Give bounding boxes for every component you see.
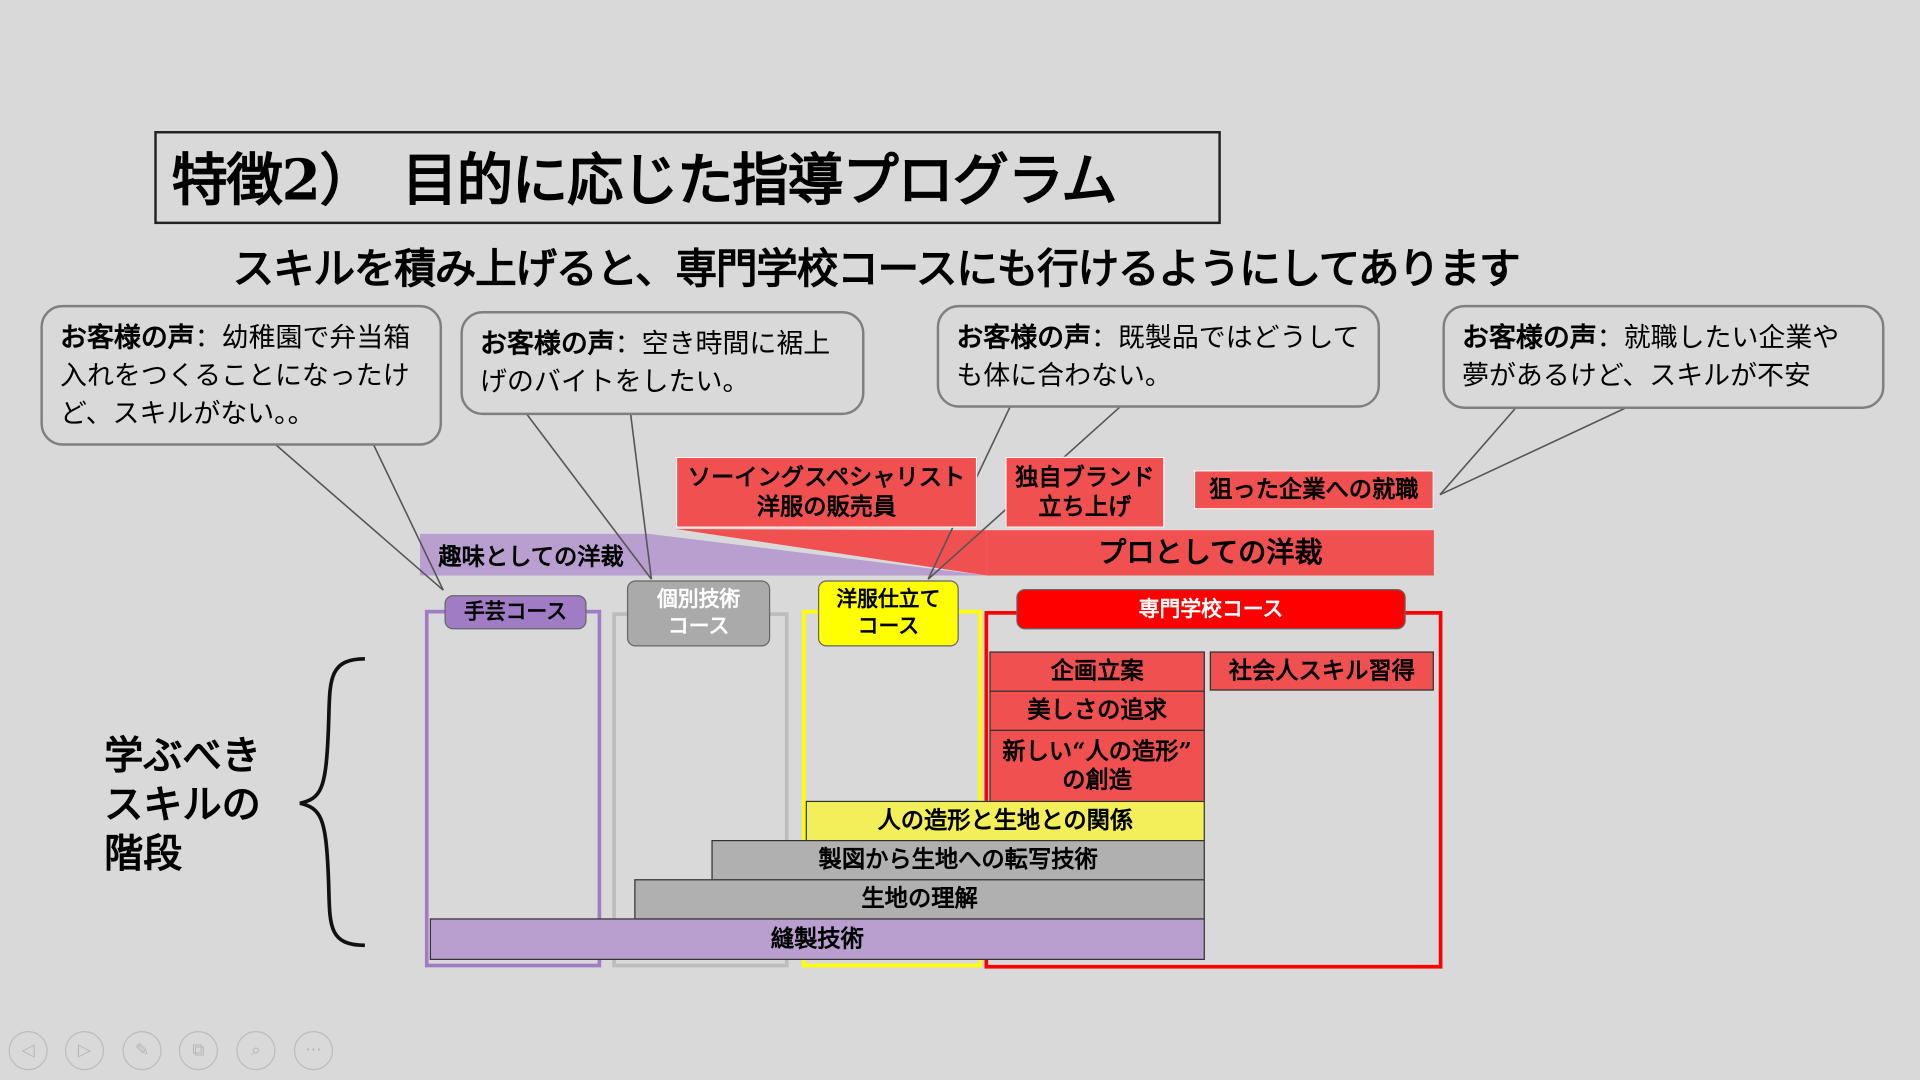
course-text: 個別技術 (656, 587, 741, 613)
skill-fabric: 生地の理解 (634, 879, 1205, 920)
pen-icon[interactable]: ✎ (122, 1031, 162, 1071)
callout-label: お客様の声 (480, 329, 615, 361)
callout-4: お客様の声：就職したい企業や夢があるけど、スキルが不安 (1442, 304, 1885, 409)
brace (299, 656, 365, 948)
slides-icon[interactable]: ⧉ (178, 1031, 218, 1071)
skill-text: 新しい“人の造形” (1002, 737, 1192, 765)
skill-pattern-transfer: 製図から生地への転写技術 (711, 840, 1205, 881)
course-handicraft[interactable]: 手芸コース (444, 595, 587, 630)
goal-text: ソーイングスペシャリスト (687, 464, 966, 492)
course-text: コース (667, 614, 730, 640)
callout-text: ：空き時間に裾上げのバイトをしたい。 (480, 329, 831, 398)
callout-2: お客様の声：空き時間に裾上げのバイトをしたい。 (460, 311, 865, 416)
page-title: 特徴2） 目的に応じた指導プログラム (154, 131, 1221, 225)
hobby-band (420, 533, 987, 576)
callout-text: ：幼稚園で弁当箱入れをつくることになったけど、スキルがない。。 (60, 323, 411, 430)
callout-text: ：就職したい企業や夢があるけど、スキルが不安 (1462, 323, 1840, 392)
course-individual[interactable]: 個別技術コース (626, 580, 771, 647)
skill-stairs-label: 学ぶべきスキルの階段 (104, 731, 261, 878)
course-tailoring[interactable]: 洋服仕立てコース (817, 580, 959, 647)
side-line: スキルの (104, 781, 261, 828)
callout-text: ：既製品ではどうしても体に合わない。 (956, 323, 1360, 392)
next-icon[interactable]: ▷ (64, 1031, 105, 1071)
goal-sewing-specialist: ソーイングスペシャリスト洋服の販売員 (675, 456, 978, 528)
callout-label: お客様の声 (956, 323, 1092, 354)
side-line: 階段 (104, 830, 183, 877)
zoom-icon[interactable]: ⌕ (236, 1031, 276, 1071)
skill-social: 社会人スキル習得 (1209, 651, 1434, 691)
callout-3: お客様の声：既製品ではどうしても体に合わない。 (936, 304, 1381, 408)
skill-beauty: 美しさの追求 (989, 690, 1205, 732)
skill-text: の創造 (1062, 765, 1133, 793)
goal-text: 立ち上げ (1038, 493, 1132, 521)
skill-sewing: 縫製技術 (429, 918, 1205, 961)
callout-1: お客様の声：幼稚園で弁当箱入れをつくることになったけど、スキルがない。。 (40, 304, 443, 446)
skill-creation: 新しい“人の造形”の創造 (989, 729, 1205, 803)
goal-own-brand: 独自ブランド立ち上げ (1005, 456, 1165, 528)
course-frame-handicraft (424, 609, 602, 968)
goal-employment: 狙った企業への就職 (1193, 470, 1434, 510)
subtitle: スキルを積み上げると、専門学校コースにも行けるようにしてあります (232, 244, 1521, 294)
goal-text: 洋服の販売員 (756, 493, 897, 521)
skill-planning: 企画立案 (989, 651, 1205, 692)
side-line: 学ぶべき (104, 732, 261, 779)
previous-icon[interactable]: ◁ (8, 1031, 48, 1071)
callout-label: お客様の声 (60, 323, 195, 354)
callout-label: お客様の声 (1462, 323, 1597, 354)
course-text: 洋服仕立て (836, 587, 941, 613)
hobby-band-label: 趣味としての洋裁 (438, 543, 624, 571)
pro-band: プロとしての洋裁 (986, 530, 1434, 576)
course-vocational[interactable]: 専門学校コース (1016, 588, 1406, 630)
skill-body-fabric: 人の造形と生地との関係 (805, 800, 1205, 842)
course-text: コース (857, 614, 920, 640)
goal-text: 独自ブランド (1015, 464, 1155, 492)
more-icon[interactable]: ··· (293, 1031, 334, 1071)
